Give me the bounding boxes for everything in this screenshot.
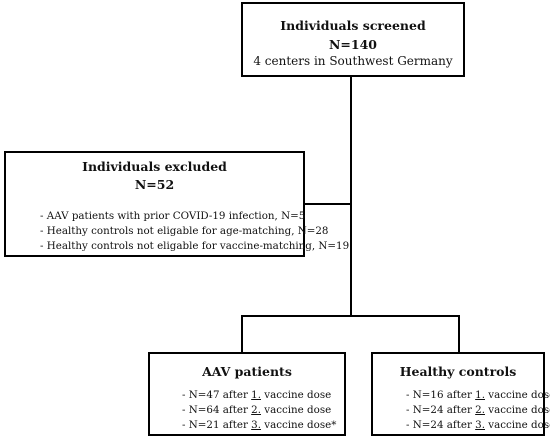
- screened-count: N=140: [329, 37, 377, 52]
- excluded-title: Individuals excluded: [82, 159, 227, 174]
- excluded-item: - AAV patients with prior COVID-19 infec…: [40, 210, 306, 222]
- dose-suffix: vaccine dose: [260, 389, 332, 401]
- aav-dose-item: - N=21 after 3. vaccine dose*: [182, 418, 336, 433]
- healthy-dose-list: - N=16 after 1. vaccine dose - N=24 afte…: [406, 388, 550, 433]
- dose-suffix: vaccine dose: [484, 419, 550, 431]
- dose-prefix: - N=47 after: [182, 389, 252, 401]
- excluded-item: - Healthy controls not eligable for age-…: [40, 225, 329, 237]
- healthy-controls-title: Healthy controls: [399, 364, 517, 379]
- connector-main-vertical: [350, 77, 352, 316]
- aav-dose-list: - N=47 after 1. vaccine dose - N=64 afte…: [182, 388, 336, 433]
- connector-healthy-vertical: [458, 315, 460, 352]
- dose-suffix: vaccine dose: [484, 404, 550, 416]
- dose-prefix: - N=64 after: [182, 404, 252, 416]
- aav-patients-box: AAV patients - N=47 after 1. vaccine dos…: [148, 352, 346, 436]
- screened-subtitle: 4 centers in Southwest Germany: [253, 54, 453, 68]
- dose-suffix: vaccine dose: [260, 404, 332, 416]
- screened-title: Individuals screened: [280, 18, 426, 33]
- dose-suffix: vaccine dose*: [260, 419, 337, 431]
- connector-aav-vertical: [241, 315, 243, 352]
- dose-suffix: vaccine dose: [484, 389, 550, 401]
- dose-number: 2.: [475, 404, 485, 416]
- healthy-dose-item: - N=24 after 3. vaccine dose: [406, 418, 550, 433]
- healthy-dose-item: - N=16 after 1. vaccine dose: [406, 388, 550, 403]
- aav-patients-title: AAV patients: [202, 364, 292, 379]
- aav-dose-item: - N=64 after 2. vaccine dose: [182, 403, 336, 418]
- dose-number: 3.: [475, 419, 485, 431]
- dose-prefix: - N=21 after: [182, 419, 252, 431]
- excluded-box: Individuals excluded N=52 - AAV patients…: [4, 151, 349, 257]
- healthy-controls-box: Healthy controls - N=16 after 1. vaccine…: [371, 352, 550, 436]
- dose-prefix: - N=24 after: [406, 404, 476, 416]
- dose-prefix: - N=16 after: [406, 389, 476, 401]
- dose-number: 2.: [251, 404, 261, 416]
- connector-split-horizontal: [241, 315, 460, 317]
- dose-number: 1.: [251, 389, 261, 401]
- dose-prefix: - N=24 after: [406, 419, 476, 431]
- excluded-item: - Healthy controls not eligable for vacc…: [40, 240, 350, 252]
- excluded-count: N=52: [134, 177, 175, 192]
- connector-excluded-horizontal: [305, 203, 351, 205]
- dose-number: 3.: [251, 419, 261, 431]
- aav-dose-item: - N=47 after 1. vaccine dose: [182, 388, 336, 403]
- healthy-dose-item: - N=24 after 2. vaccine dose: [406, 403, 550, 418]
- excluded-list: - AAV patients with prior COVID-19 infec…: [40, 209, 349, 254]
- screened-box: Individuals screened N=140 4 centers in …: [241, 2, 465, 77]
- dose-number: 1.: [475, 389, 485, 401]
